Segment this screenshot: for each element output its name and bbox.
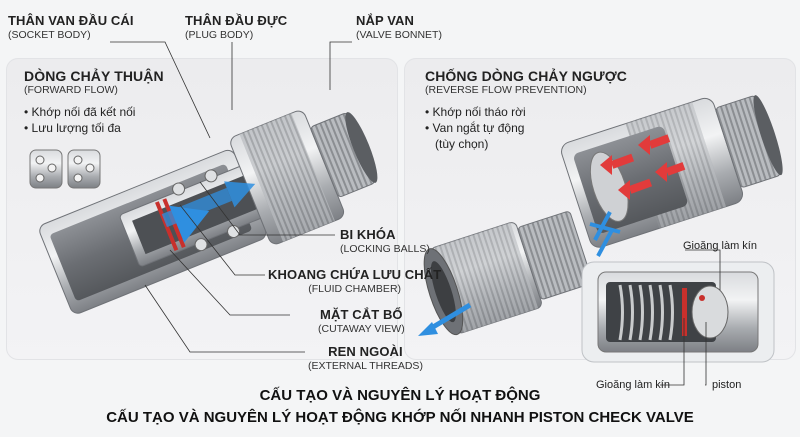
valve-bonnet-en: (VALVE BONNET) (356, 28, 442, 41)
fluid-chamber-vi: KHOANG CHỨA LƯU CHẤT (268, 267, 442, 282)
reverse-flow-heading: CHỐNG DÒNG CHẢY NGƯỢC (REVERSE FLOW PREV… (425, 68, 627, 96)
label-fluid-chamber: KHOANG CHỨA LƯU CHẤT (FLUID CHAMBER) (268, 267, 442, 295)
reverse-flow-title: CHỐNG DÒNG CHẢY NGƯỢC (425, 68, 627, 84)
forward-bullet: • Lưu lượng tối đa (24, 121, 121, 136)
label-valve-bonnet: NẮP VAN (VALVE BONNET) (356, 13, 442, 41)
plug-body-vi: THÂN ĐẦU ĐỰC (185, 13, 288, 28)
label-plug-body: THÂN ĐẦU ĐỰC (PLUG BODY) (185, 13, 288, 41)
disconnected-plug (423, 211, 593, 336)
reverse-flow-arrows (600, 134, 686, 200)
socket-body-en: (SOCKET BODY) (8, 28, 91, 41)
reverse-bullet: (tùy chọn) (435, 137, 489, 152)
label-seal-bottom: Gioăng làm kín (596, 379, 670, 391)
locking-balls-en: (LOCKING BALLS) (340, 242, 430, 255)
forward-bullet: • Khớp nối đã kết nối (24, 105, 136, 119)
outflow-arrow (426, 302, 472, 333)
reverse-flow-bullets: • Khớp nối tháo rời • Van ngắt tự động (… (425, 104, 526, 153)
forward-flow-subtitle: (FORWARD FLOW) (24, 84, 118, 97)
plug-body-en: (PLUG BODY) (185, 28, 254, 41)
reverse-flow-subtitle: (REVERSE FLOW PREVENTION) (425, 84, 587, 97)
left-coupling-assembly (14, 110, 378, 314)
reverse-bullet: • Khớp nối tháo rời (425, 105, 526, 119)
external-threads-en: (EXTERNAL THREADS) (308, 359, 423, 372)
forward-flow-bullets: • Khớp nối đã kết nối • Lưu lượng tối đa (24, 104, 135, 136)
label-seal-top: Gioăng làm kín (683, 240, 757, 252)
main-subtitle: CẤU TẠO VÀ NGUYÊN LÝ HOẠT ĐỘNG KHỚP NỐI … (106, 409, 694, 426)
forward-flow-title: DÒNG CHẢY THUẬN (24, 68, 164, 84)
valve-bonnet-vi: NẮP VAN (356, 13, 415, 28)
main-title: CẤU TẠO VÀ NGUYÊN LÝ HOẠT ĐỘNG (259, 387, 541, 404)
cutaway-view-vi: MẶT CẮT BỔ (320, 307, 403, 322)
socket-body-vi: THÂN VAN ĐẦU CÁI (8, 13, 134, 28)
locking-balls-vi: BI KHÓA (340, 227, 396, 242)
leader-lines (110, 41, 721, 386)
forward-flow-heading: DÒNG CHẢY THUẬN (FORWARD FLOW) (24, 68, 164, 96)
label-external-threads: REN NGOÀI (EXTERNAL THREADS) (308, 344, 423, 372)
label-socket-body: THÂN VAN ĐẦU CÁI (SOCKET BODY) (8, 13, 134, 41)
label-locking-balls: BI KHÓA (LOCKING BALLS) (340, 227, 430, 255)
fluid-chamber-en: (FLUID CHAMBER) (308, 282, 402, 295)
cutaway-view-en: (CUTAWAY VIEW) (318, 322, 405, 335)
reverse-bullet: • Van ngắt tự động (425, 121, 525, 136)
label-piston: piston (712, 379, 742, 391)
label-cutaway-view: MẶT CẮT BỔ (CUTAWAY VIEW) (318, 307, 405, 335)
piston-detail-inset (581, 261, 775, 363)
external-threads-vi: REN NGOÀI (328, 344, 403, 359)
bearing-thumbnails (29, 149, 101, 189)
